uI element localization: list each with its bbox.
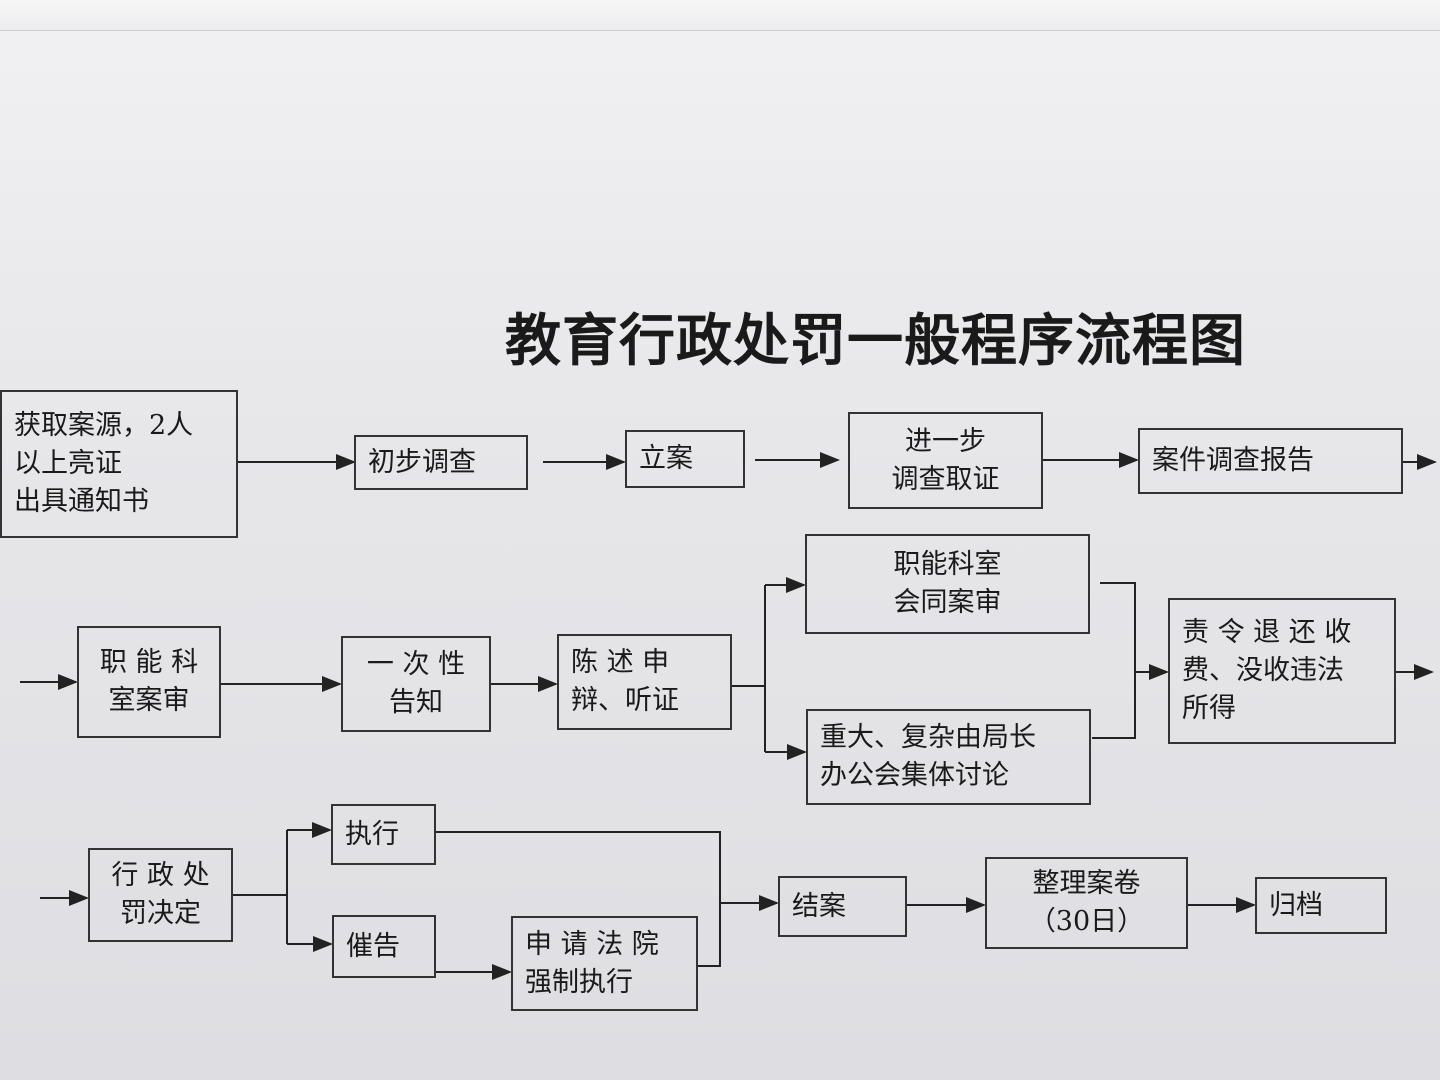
box-line: 室案审 <box>108 685 190 716</box>
box-line: 重大、复杂由局长 <box>820 722 1036 753</box>
box-line: 进一步 <box>905 425 986 457</box>
box-line: 申 请 法 院 <box>525 928 659 960</box>
box-archive: 归档 <box>1255 877 1387 934</box>
box-statement-hearing: 陈 述 申 辩、听证 <box>557 634 732 730</box>
box-organize-file: 整理案卷 （30日） <box>985 857 1188 949</box>
box-court-enforcement: 申 请 法 院 强制执行 <box>511 916 698 1011</box>
box-line: 立案 <box>639 443 693 474</box>
box-line: 责 令 退 还 收 <box>1182 617 1352 648</box>
box-line: 职 能 科 <box>99 647 199 678</box>
box-one-time-notice: 一 次 性 告知 <box>341 636 491 732</box>
box-line: 陈 述 申 <box>571 647 670 678</box>
box-filing: 立案 <box>625 430 745 488</box>
box-further-investigation: 进一步 调查取证 <box>848 412 1043 509</box>
box-line: 案件调查报告 <box>1152 445 1314 476</box>
diagram-title: 教育行政处罚一般程序流程图 <box>505 308 1246 374</box>
box-preliminary-investigation: 初步调查 <box>354 435 528 490</box>
box-investigation-report: 案件调查报告 <box>1138 428 1403 494</box>
box-line: 费、没收违法 <box>1182 655 1344 686</box>
box-line: 调查取证 <box>891 463 1000 495</box>
box-order-refund-confiscate: 责 令 退 还 收 费、没收违法 所得 <box>1168 598 1396 744</box>
box-department-review: 职 能 科 室案审 <box>77 626 221 738</box>
box-joint-review: 职能科室 会同案审 <box>805 534 1090 634</box>
box-line: 结案 <box>792 890 846 922</box>
box-line: 一 次 性 <box>366 649 466 680</box>
box-line: 所得 <box>1182 693 1236 724</box>
box-line: 催告 <box>346 930 400 962</box>
box-line: 整理案卷 <box>1032 868 1141 899</box>
box-line: 行 政 处 <box>111 860 210 891</box>
box-line: 出具通知书 <box>14 486 149 517</box>
box-major-case-discussion: 重大、复杂由局长 办公会集体讨论 <box>806 709 1091 805</box>
box-line: （30日） <box>1028 906 1145 937</box>
box-line: 归档 <box>1269 889 1323 921</box>
box-line: 获取案源，2人 <box>14 410 194 441</box>
box-urge: 催告 <box>332 915 436 978</box>
box-line: 初步调查 <box>368 446 476 478</box>
box-line: 执行 <box>345 818 399 850</box>
box-line: 以上亮证 <box>14 448 122 479</box>
box-line: 告知 <box>389 687 443 718</box>
box-line: 强制执行 <box>525 966 633 998</box>
box-line: 罚决定 <box>120 898 201 929</box>
box-penalty-decision: 行 政 处 罚决定 <box>88 848 233 942</box>
box-close-case: 结案 <box>778 876 907 937</box>
box-line: 辩、听证 <box>571 685 679 716</box>
box-line: 办公会集体讨论 <box>820 760 1009 791</box>
box-execute: 执行 <box>331 804 436 865</box>
box-obtain-case-source: 获取案源，2人 以上亮证 出具通知书 <box>0 390 238 538</box>
paper-edge <box>0 0 1440 31</box>
box-line: 会同案审 <box>893 587 1002 618</box>
box-line: 职能科室 <box>893 549 1002 580</box>
